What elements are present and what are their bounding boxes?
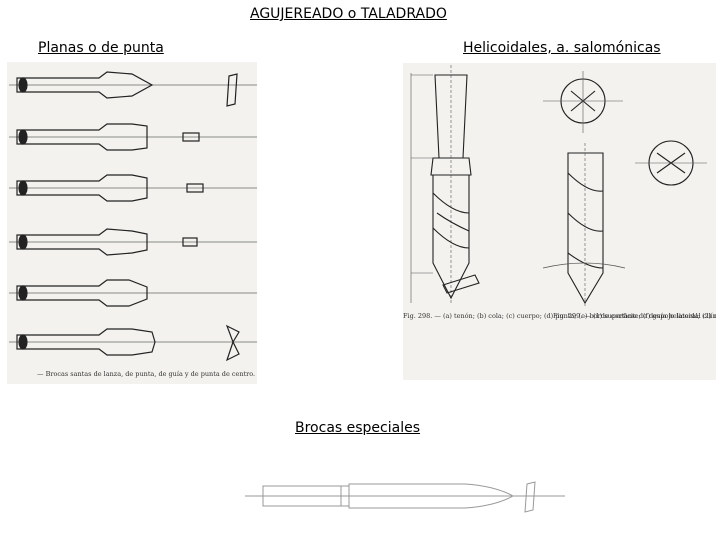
flat-drill-5	[9, 279, 257, 307]
drill-fig298	[410, 65, 480, 303]
drill-fig299-section	[543, 71, 623, 133]
flat-drill-2	[9, 123, 257, 151]
section-label-especiales: Brocas especiales	[295, 420, 421, 436]
drill-cross-section	[635, 140, 707, 186]
special-drill-figure	[245, 481, 565, 513]
flat-drills-figure: — Brocas santas de lanza, de punta, de g…	[7, 62, 257, 384]
section-label-planas: Planas o de punta	[38, 40, 164, 56]
fig299-caption: Fig. 299. — (1) superficie de despojo la…	[553, 312, 716, 320]
flat-drill-6	[9, 324, 257, 362]
flat-drill-1	[9, 71, 257, 107]
flat-drill-4	[9, 228, 257, 256]
fig298-caption: Fig. 298. — (a) tenón; (b) cola; (c) cue…	[403, 312, 716, 320]
flat-drill-3	[9, 174, 257, 202]
left-figure-caption: — Brocas santas de lanza, de punta, de g…	[37, 370, 255, 378]
section-label-helicoidales: Helicoidales, a. salomónicas	[463, 40, 661, 56]
page-title: AGUJEREADO o TALADRADO	[250, 6, 447, 22]
twist-drills-figure: Fig. 298. — (a) tenón; (b) cola; (c) cue…	[403, 63, 716, 380]
drill-fig299-body	[542, 143, 626, 308]
